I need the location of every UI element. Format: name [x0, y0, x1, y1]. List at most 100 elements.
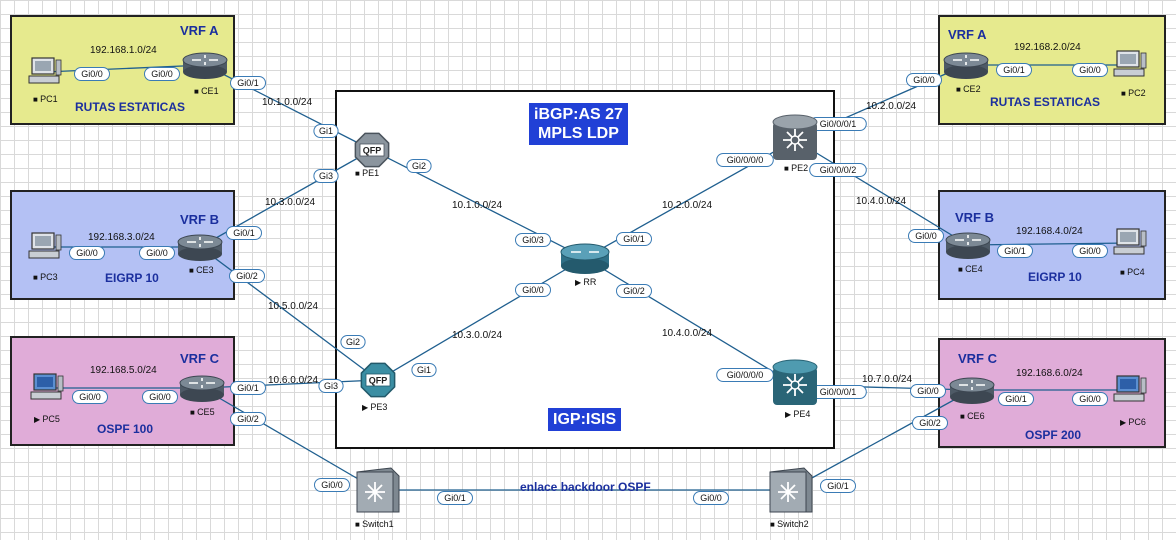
ce2-router-icon[interactable] [943, 52, 989, 79]
svg-text:Gi3: Gi3 [324, 381, 338, 391]
port-pc6-Gi0/0[interactable]: Gi0/0 [1072, 392, 1108, 406]
port-ce6-Gi0/1[interactable]: Gi0/1 [998, 392, 1034, 406]
svg-text:Gi0/0: Gi0/0 [1079, 246, 1101, 256]
port-pe4-Gi0/0/0/0[interactable]: Gi0/0/0/0 [716, 368, 774, 382]
pe2-core-router-icon[interactable] [772, 114, 818, 160]
svg-text:Gi0/0/0/2: Gi0/0/0/2 [820, 165, 857, 175]
net-ce3-pe3: 10.5.0.0/24 [268, 301, 319, 312]
pc4-pc-icon[interactable] [1113, 228, 1147, 255]
port-ce3-Gi0/1[interactable]: Gi0/1 [226, 226, 262, 240]
port-pe2-Gi0/0/0/1[interactable]: Gi0/0/0/1 [809, 117, 867, 131]
port-rr-Gi0/0[interactable]: Gi0/0 [515, 283, 551, 297]
link-ce5-switch1[interactable] [201, 387, 378, 491]
mpls-label: MPLS LDP [538, 125, 619, 143]
svg-text:Gi0/2: Gi0/2 [236, 271, 258, 281]
vrf-b-right-lan: 192.168.4.0/24 [1016, 226, 1083, 237]
port-switch1-Gi0/0[interactable]: Gi0/0 [314, 478, 350, 492]
svg-text:Gi2: Gi2 [346, 337, 360, 347]
pc3-pc-icon[interactable] [28, 232, 62, 259]
pe1-qfp-router-icon[interactable]: QFP [354, 132, 390, 168]
port-pe2-Gi0/0/0/0[interactable]: Gi0/0/0/0 [716, 153, 774, 167]
pe4-core-router-icon[interactable] [772, 359, 818, 405]
link-switch2-ce6[interactable] [789, 389, 973, 491]
svg-text:Gi0/1: Gi0/1 [237, 78, 259, 88]
ce5-router-icon[interactable] [179, 375, 225, 402]
pc6-pc-icon[interactable] [1113, 375, 1147, 402]
port-pe1-Gi1[interactable]: Gi1 [313, 124, 339, 138]
port-switch1-Gi0/1[interactable]: Gi0/1 [437, 491, 473, 505]
port-pe3-Gi1[interactable]: Gi1 [411, 363, 437, 377]
port-switch2-Gi0/0[interactable]: Gi0/0 [693, 491, 729, 505]
port-pe4-Gi0/0/0/1[interactable]: Gi0/0/0/1 [809, 385, 867, 399]
vrf-c-left-lan: 192.168.5.0/24 [90, 365, 157, 376]
port-rr-Gi0/1[interactable]: Gi0/1 [616, 232, 652, 246]
port-rr-Gi0/2[interactable]: Gi0/2 [616, 284, 652, 298]
port-ce5-Gi0/0[interactable]: Gi0/0 [142, 390, 178, 404]
switch2-switch-icon[interactable] [769, 467, 813, 513]
port-ce1-Gi0/0[interactable]: Gi0/0 [144, 67, 180, 81]
link-ce4-pc4[interactable] [967, 242, 1131, 246]
svg-text:Gi0/0: Gi0/0 [146, 248, 168, 258]
port-pe3-Gi2[interactable]: Gi2 [340, 335, 366, 349]
rr-router-icon[interactable] [560, 243, 610, 274]
port-pe1-Gi3[interactable]: Gi3 [313, 169, 339, 183]
pc1-pc-icon[interactable] [28, 57, 62, 84]
port-pc1-Gi0/0[interactable]: Gi0/0 [74, 67, 110, 81]
rr-label: RR [575, 277, 596, 287]
ce3-router-icon[interactable] [177, 234, 223, 261]
port-ce2-Gi0/1[interactable]: Gi0/1 [996, 63, 1032, 77]
port-ce2-Gi0/0[interactable]: Gi0/0 [906, 73, 942, 87]
ce4-router-icon[interactable] [945, 232, 991, 259]
switch1-switch-icon[interactable] [356, 467, 400, 513]
port-ce6-Gi0/0[interactable]: Gi0/0 [910, 384, 946, 398]
port-pc5-Gi0/0[interactable]: Gi0/0 [72, 390, 108, 404]
link-pc1-ce1[interactable] [44, 64, 206, 73]
svg-text:QFP: QFP [363, 146, 382, 156]
ce1-router-icon[interactable] [182, 52, 228, 79]
port-pc2-Gi0/0[interactable]: Gi0/0 [1072, 63, 1108, 77]
pe3-qfp-router-icon[interactable]: QFP [360, 362, 396, 398]
port-ce5-Gi0/1[interactable]: Gi0/1 [230, 381, 266, 395]
port-pc3-Gi0/0[interactable]: Gi0/0 [69, 246, 105, 260]
port-rr-Gi0/3[interactable]: Gi0/3 [515, 233, 551, 247]
link-ce4-pe2[interactable] [794, 139, 969, 246]
port-ce3-Gi0/0[interactable]: Gi0/0 [139, 246, 175, 260]
port-switch2-Gi0/1[interactable]: Gi0/1 [820, 479, 856, 493]
port-ce4-Gi0/0[interactable]: Gi0/0 [908, 229, 944, 243]
svg-text:Gi0/1: Gi0/1 [827, 481, 849, 491]
port-ce4-Gi0/1[interactable]: Gi0/1 [997, 244, 1033, 258]
port-ce3-Gi0/2[interactable]: Gi0/2 [229, 269, 265, 283]
pc5-pc-icon[interactable] [30, 373, 64, 400]
ce4-label: CE4 [958, 264, 983, 274]
pc2-label: PC2 [1121, 88, 1146, 98]
link-ce3-pe3[interactable] [199, 246, 379, 381]
net-ce6-pe4: 10.7.0.0/24 [862, 374, 913, 385]
port-pe1-Gi2[interactable]: Gi2 [406, 159, 432, 173]
vrf-b-right-title: VRF B [955, 210, 994, 225]
switch2-label: Switch2 [770, 519, 809, 529]
devices-layer: QFP QFP [28, 50, 1147, 513]
link-pe3-rr[interactable] [377, 257, 586, 381]
vrf-b-left-title: VRF B [180, 212, 219, 227]
vrf-b-left-protocol: EIGRP 10 [105, 271, 159, 285]
port-ce6-Gi0/2[interactable]: Gi0/2 [912, 416, 948, 430]
port-pe3-Gi3[interactable]: Gi3 [318, 379, 344, 393]
vrf-c-left-protocol: OSPF 100 [97, 422, 154, 436]
vrf-a-left-protocol: RUTAS ESTATICAS [75, 100, 185, 114]
svg-text:Gi0/0/0/1: Gi0/0/0/1 [820, 387, 857, 397]
port-ce1-Gi0/1[interactable]: Gi0/1 [230, 76, 266, 90]
port-ce5-Gi0/2[interactable]: Gi0/2 [230, 412, 266, 426]
svg-text:Gi0/0: Gi0/0 [149, 392, 171, 402]
pc6-label: PC6 [1120, 417, 1146, 427]
svg-text:Gi1: Gi1 [319, 126, 333, 136]
ce6-router-icon[interactable] [949, 377, 995, 404]
pc2-pc-icon[interactable] [1113, 50, 1147, 77]
port-pe2-Gi0/0/0/2[interactable]: Gi0/0/0/2 [809, 163, 867, 177]
igp-label: IGP:ISIS [548, 408, 622, 432]
port-pc4-Gi0/0[interactable]: Gi0/0 [1072, 244, 1108, 258]
link-pe4-rr[interactable] [584, 257, 796, 386]
vrf-a-right-lan: 192.168.2.0/24 [1014, 42, 1081, 53]
svg-text:Gi0/0: Gi0/0 [79, 392, 101, 402]
